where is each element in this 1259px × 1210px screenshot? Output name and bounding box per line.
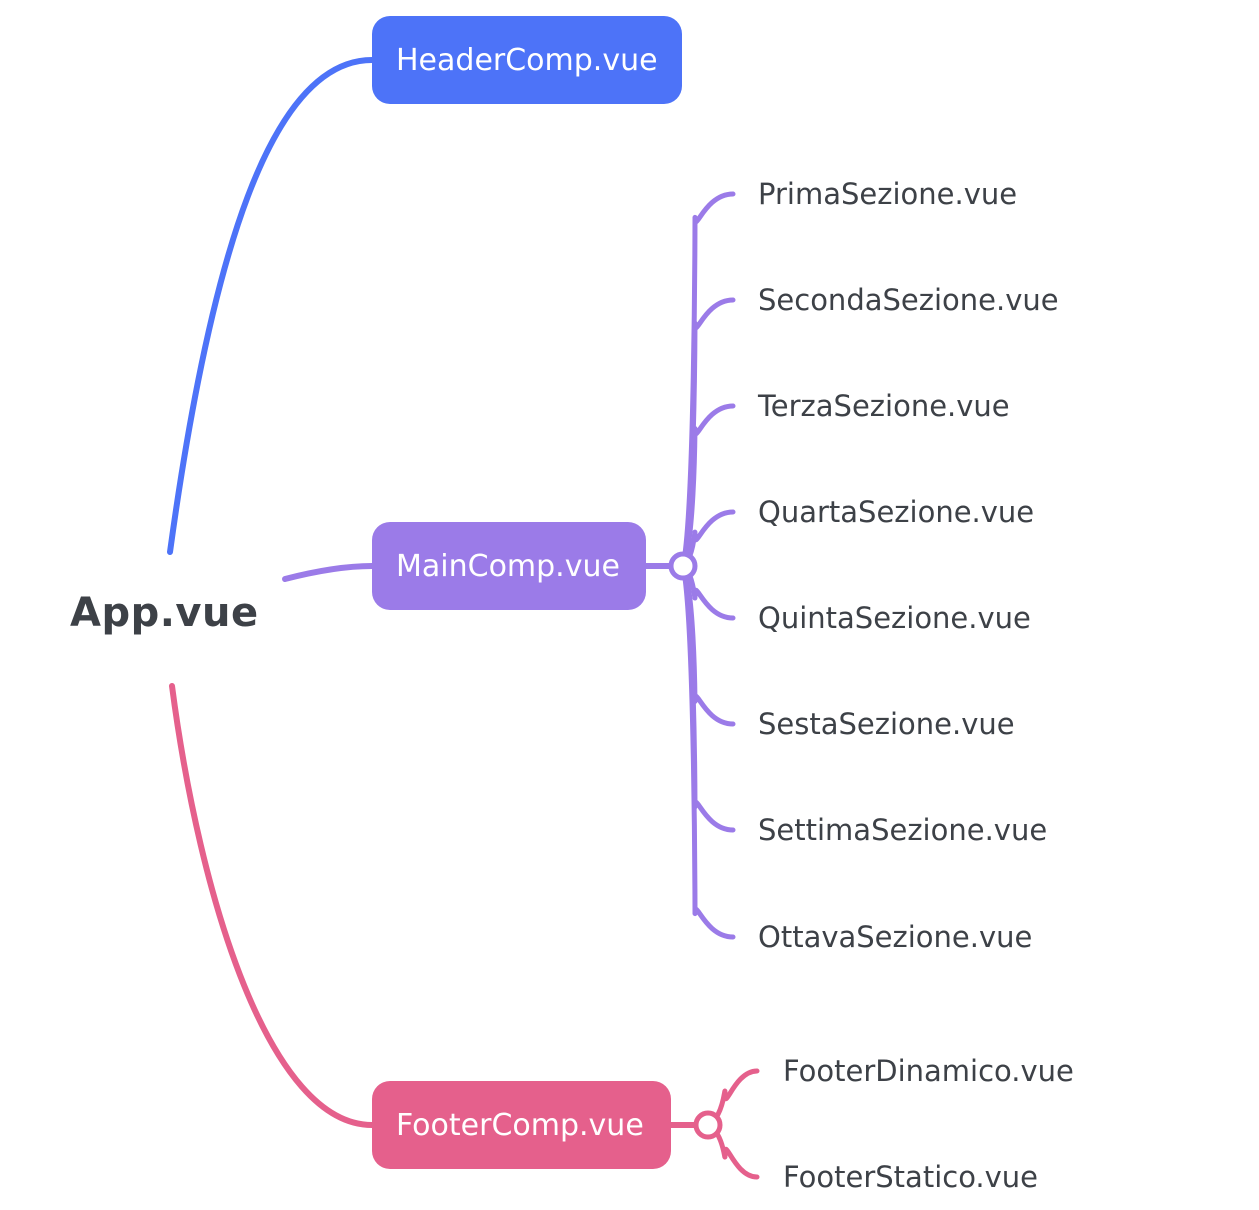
leaf-main-child[interactable]: OttavaSezione.vue [758,920,1033,954]
footer-branches [705,1068,760,1180]
main-branches [680,191,736,940]
leaf-main-child[interactable]: TerzaSezione.vue [758,389,1010,423]
connector-root-main [282,563,375,582]
connector-main-child-2 [680,403,736,569]
leaf-main-child[interactable]: SettimaSezione.vue [758,813,1048,847]
connector-footer-child-0 [705,1068,760,1128]
leaf-main-child[interactable]: QuartaSezione.vue [758,495,1035,529]
leaf-main-child[interactable]: SestaSezione.vue [758,707,1015,741]
connector-main-child-7 [680,563,736,940]
node-main-comp[interactable]: MainComp.vue [372,522,646,610]
leaf-footer-child[interactable]: FooterStatico.vue [783,1160,1039,1194]
connector-footer-child-1 [705,1122,760,1180]
connector-main-child-3 [680,509,736,569]
leaf-footer-child[interactable]: FooterDinamico.vue [783,1054,1074,1088]
connector-main-child-4 [680,563,736,621]
main-collapse-toggle[interactable] [668,551,698,581]
footer-collapse-toggle[interactable] [693,1110,723,1140]
leaf-main-child[interactable]: QuintaSezione.vue [758,601,1031,635]
root-node-app[interactable]: App.vue [70,590,259,636]
node-header-comp[interactable]: HeaderComp.vue [372,16,682,104]
leaf-main-child[interactable]: SecondaSezione.vue [758,283,1059,317]
connector-root-footer [169,683,375,1128]
leaf-main-child[interactable]: PrimaSezione.vue [758,177,1018,211]
node-footer-comp[interactable]: FooterComp.vue [372,1081,671,1169]
connector-root-header [167,57,375,555]
